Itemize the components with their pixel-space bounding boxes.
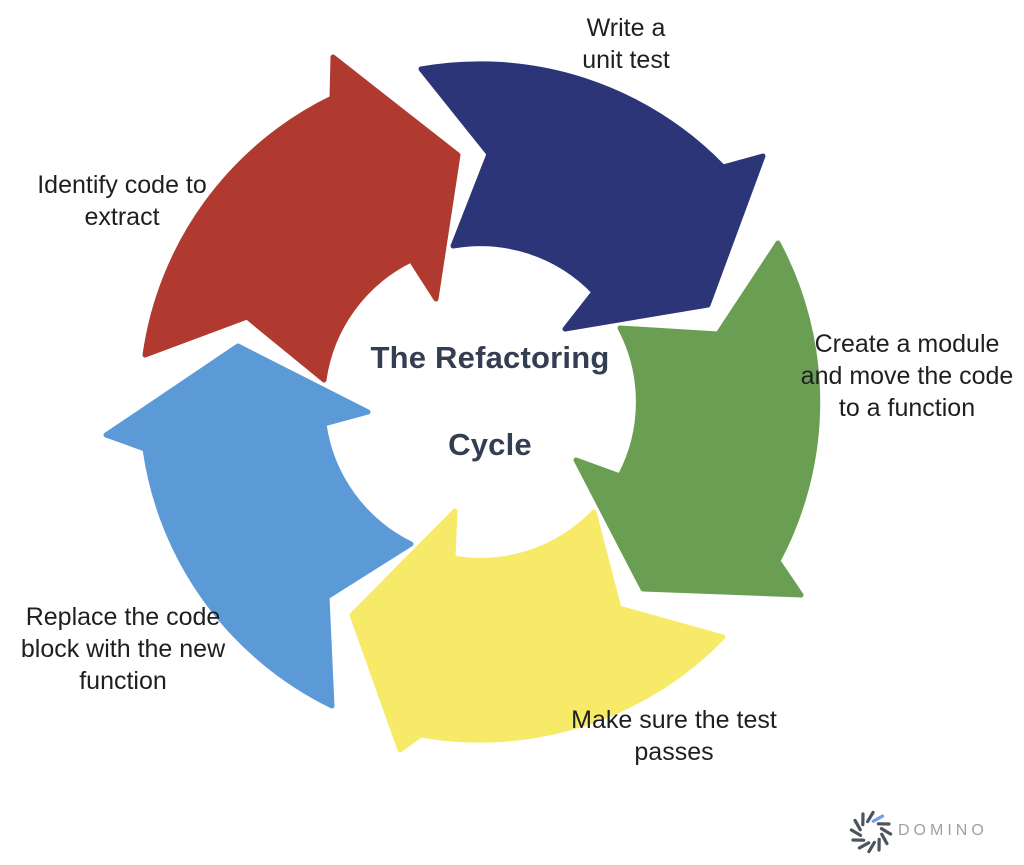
domino-spinner-icon [849, 810, 893, 854]
arrow-write-unit-test [418, 61, 766, 332]
arrow-identify-code [142, 54, 461, 383]
arrow-replace-code-block [103, 343, 414, 709]
domino-logo-text: DOMINO [898, 822, 988, 839]
diagram-title-line-2: Cycle [448, 427, 532, 462]
diagram-title-line-1: The Refactoring [370, 340, 610, 375]
arrow-make-sure-test-passes [349, 508, 726, 753]
step-label-make-sure-test-passes: Make sure the test passes [571, 706, 777, 766]
domino-spinner-dashes [849, 810, 893, 854]
step-label-replace-code-block: Replace the code block with the new func… [20, 603, 226, 695]
step-label-identify-code: Identify code to extract [37, 171, 207, 231]
arrow-create-module [573, 240, 821, 598]
domino-logo: DOMINO [846, 806, 988, 856]
step-label-create-module: Create a module and move the code to a f… [800, 330, 1014, 422]
step-label-write-unit-test: Write a unit test [582, 14, 670, 74]
